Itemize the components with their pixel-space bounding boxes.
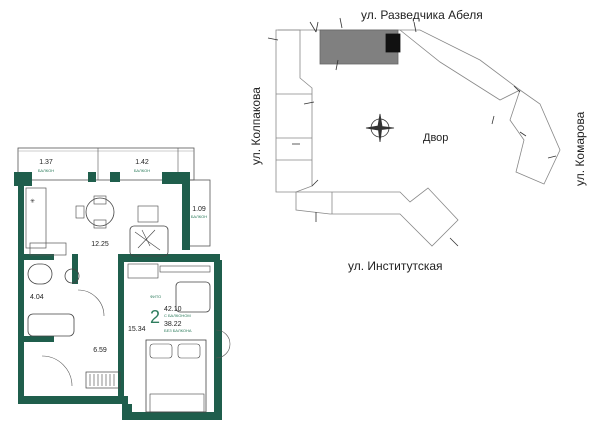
armchair (175, 281, 211, 313)
yard-label: Двор (423, 132, 448, 144)
total-area-caption: С БАЛКОНОМ (164, 313, 191, 318)
rooms-count: 2 (150, 307, 160, 327)
balcony-caption-1: БАЛКОН (38, 168, 54, 173)
balcony-area-1: 1.37 (39, 159, 53, 166)
bathroom-area: 4.04 (30, 294, 44, 301)
kitchen-area: 12.25 (91, 241, 109, 248)
exterior-walls (14, 172, 222, 420)
radiator (85, 371, 121, 389)
area-no-balcony-caption: БЕЗ БАЛКОНА (164, 328, 192, 333)
balcony-caption-2: БАЛКОН (134, 168, 150, 173)
street-south-label: ул. Институтская (348, 259, 443, 273)
sofa (129, 225, 169, 257)
street-north-label: ул. Разведчика Абеля (361, 8, 483, 22)
building-north (278, 29, 521, 101)
svg-text:✳: ✳ (30, 198, 35, 205)
balcony-area-2: 1.42 (135, 159, 149, 166)
building-south (295, 187, 459, 247)
bedroom-area: 15.34 (128, 326, 146, 333)
selected-apartment (385, 33, 401, 53)
balcony-caption-3: БАЛКОН (191, 214, 207, 219)
double-bed (145, 339, 207, 413)
compass-icon (365, 113, 395, 143)
total-area: 42.10 (164, 306, 182, 313)
site-plan (267, 17, 561, 247)
building-west (275, 29, 313, 193)
area-no-balcony: 38.22 (164, 321, 182, 328)
street-east-label: ул. Комарова (573, 111, 587, 186)
balcony-outline (17, 147, 195, 181)
apartment-summary: ФИТО 2 42.10 С БАЛКОНОМ 38.22 БЕЗ БАЛКОН… (150, 294, 192, 333)
bathtub (27, 313, 75, 337)
balcony-area-3: 1.09 (192, 206, 206, 213)
sink (64, 268, 80, 284)
toilet (27, 263, 53, 285)
rooms-caption: ФИТО (150, 294, 161, 299)
floor-plan: ✳ 1.37 БАЛКОН 1. (14, 147, 231, 420)
building-east (509, 89, 561, 185)
hall-area: 6.59 (93, 347, 107, 354)
street-west-label: ул. Колпакова (249, 87, 263, 165)
balcony-right-outline (187, 179, 211, 247)
dining-table (85, 197, 115, 227)
